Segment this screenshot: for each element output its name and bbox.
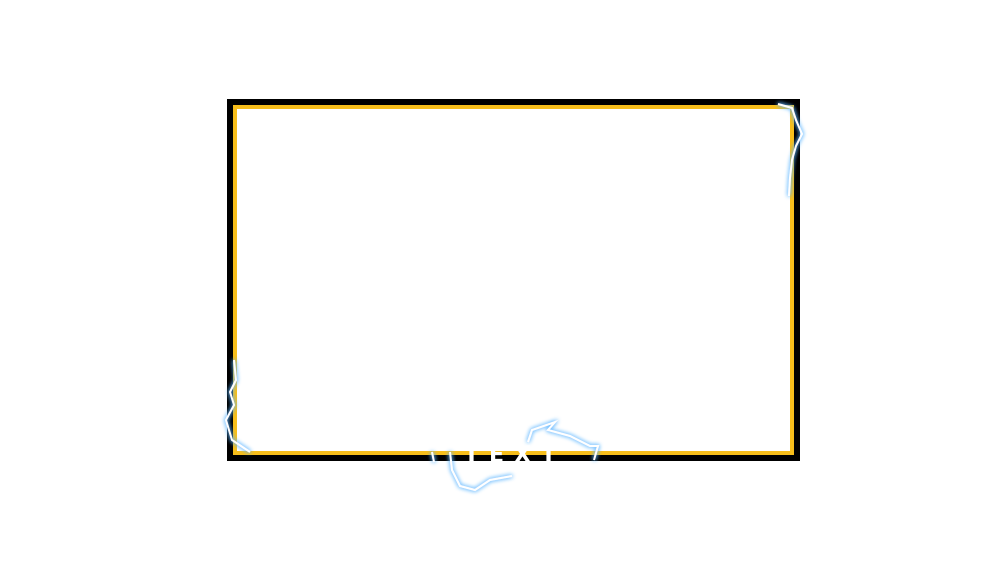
frame-label: TEXT <box>463 443 566 468</box>
lightning-bottom-center-left <box>431 451 513 492</box>
lightning-bottom-left <box>224 359 251 453</box>
frame-accent-border <box>233 105 794 455</box>
lightning-bottom-center-right <box>527 419 600 461</box>
lightning-top-right <box>777 103 804 197</box>
frame-border <box>227 99 800 461</box>
